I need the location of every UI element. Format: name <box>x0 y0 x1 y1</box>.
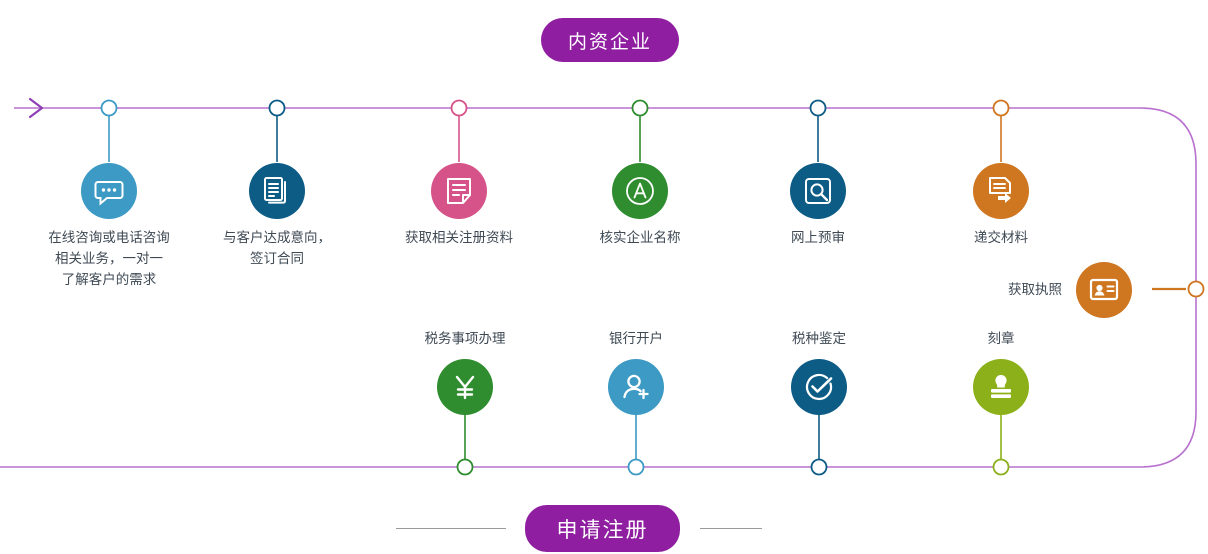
marker-tax-type <box>810 458 828 476</box>
step-consult[interactable]: 在线咨询或电话咨询 相关业务，一对一 了解客户的需求 <box>29 163 189 291</box>
step-seal[interactable]: 刻章 <box>921 329 1081 415</box>
rail-start-arrow-icon <box>28 97 44 119</box>
marker-contract <box>268 99 286 117</box>
step-bank-account[interactable]: 银行开户 <box>556 329 716 415</box>
marker-seal <box>992 458 1010 476</box>
step-submit-label: 递交材料 <box>974 230 1028 246</box>
step-license-label: 获取执照 <box>1008 281 1062 298</box>
step-tax-type[interactable]: 税种鉴定 <box>739 329 899 415</box>
step-contract[interactable]: 与客户达成意向， 签订合同 <box>197 163 357 270</box>
yuan-currency-icon <box>437 359 493 415</box>
document-search-icon <box>790 163 846 219</box>
note-page-icon <box>431 163 487 219</box>
step-tax-matters-label: 税务事项办理 <box>424 331 506 347</box>
step-online-review-label: 网上预审 <box>791 230 845 246</box>
chat-bubble-icon <box>81 163 137 219</box>
person-add-icon <box>608 359 664 415</box>
marker-tax-matters <box>456 458 474 476</box>
circled-a-icon <box>612 163 668 219</box>
marker-submit <box>992 99 1010 117</box>
step-contract-label: 与客户达成意向， 签订合同 <box>223 230 331 267</box>
badge-domestic-enterprise[interactable]: 内资企业 <box>541 18 679 62</box>
marker-materials <box>450 99 468 117</box>
step-consult-label: 在线咨询或电话咨询 相关业务，一对一 了解客户的需求 <box>48 230 170 288</box>
step-seal-label: 刻章 <box>987 331 1015 347</box>
check-circle-icon <box>791 359 847 415</box>
step-bank-account-label: 银行开户 <box>609 331 663 347</box>
marker-license <box>1187 280 1205 298</box>
step-materials[interactable]: 获取相关注册资料 <box>379 163 539 249</box>
badge-apply-registration[interactable]: 申请注册 <box>525 505 680 552</box>
badge-rule-right <box>700 528 762 529</box>
badge-rule-left <box>396 528 506 529</box>
step-online-review[interactable]: 网上预审 <box>738 163 898 249</box>
step-submit[interactable]: 递交材料 <box>921 163 1081 249</box>
step-tax-type-label: 税种鉴定 <box>792 331 846 347</box>
license-card-icon <box>1076 262 1132 318</box>
marker-bank-account <box>627 458 645 476</box>
step-materials-label: 获取相关注册资料 <box>405 230 513 246</box>
stamp-icon <box>973 359 1029 415</box>
document-lines-icon <box>249 163 305 219</box>
step-tax-matters[interactable]: 税务事项办理 <box>385 329 545 415</box>
marker-verify-name <box>631 99 649 117</box>
step-verify-name-label: 核实企业名称 <box>599 230 681 246</box>
marker-online-review <box>809 99 827 117</box>
step-license[interactable]: 获取执照 <box>1008 262 1132 318</box>
marker-consult <box>100 99 118 117</box>
document-arrow-icon <box>973 163 1029 219</box>
step-verify-name[interactable]: 核实企业名称 <box>560 163 720 249</box>
